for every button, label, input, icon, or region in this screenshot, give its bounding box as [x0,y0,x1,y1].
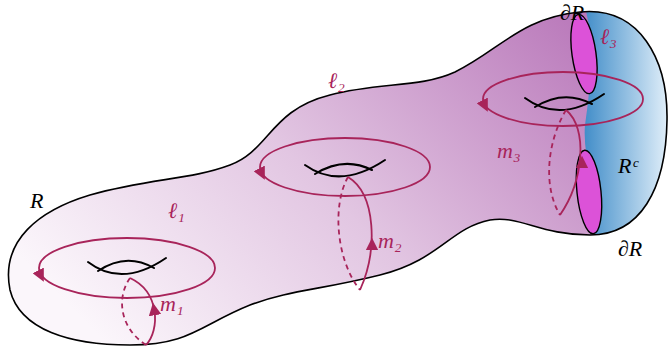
loop-label: m₃ [497,140,521,162]
loop-label: ℓ₁ [168,200,185,222]
loop-label: m₂ [378,230,402,252]
boundary-label: ∂R [618,238,642,260]
surface-outline [8,12,667,345]
region-label: R [30,190,43,212]
boundary-circle [573,149,606,235]
loop-label: m₁ [160,293,184,315]
region-label: Rᶜ [618,155,637,177]
surface-body [8,12,667,345]
loop-label: ℓ₃ [600,26,617,48]
meridian-loops [122,110,582,345]
boundary-circle [567,13,602,96]
longitude-loops [39,72,643,298]
boundary-label: ∂R [560,2,584,24]
loop-label: ℓ₂ [328,70,345,92]
holes [88,94,604,274]
